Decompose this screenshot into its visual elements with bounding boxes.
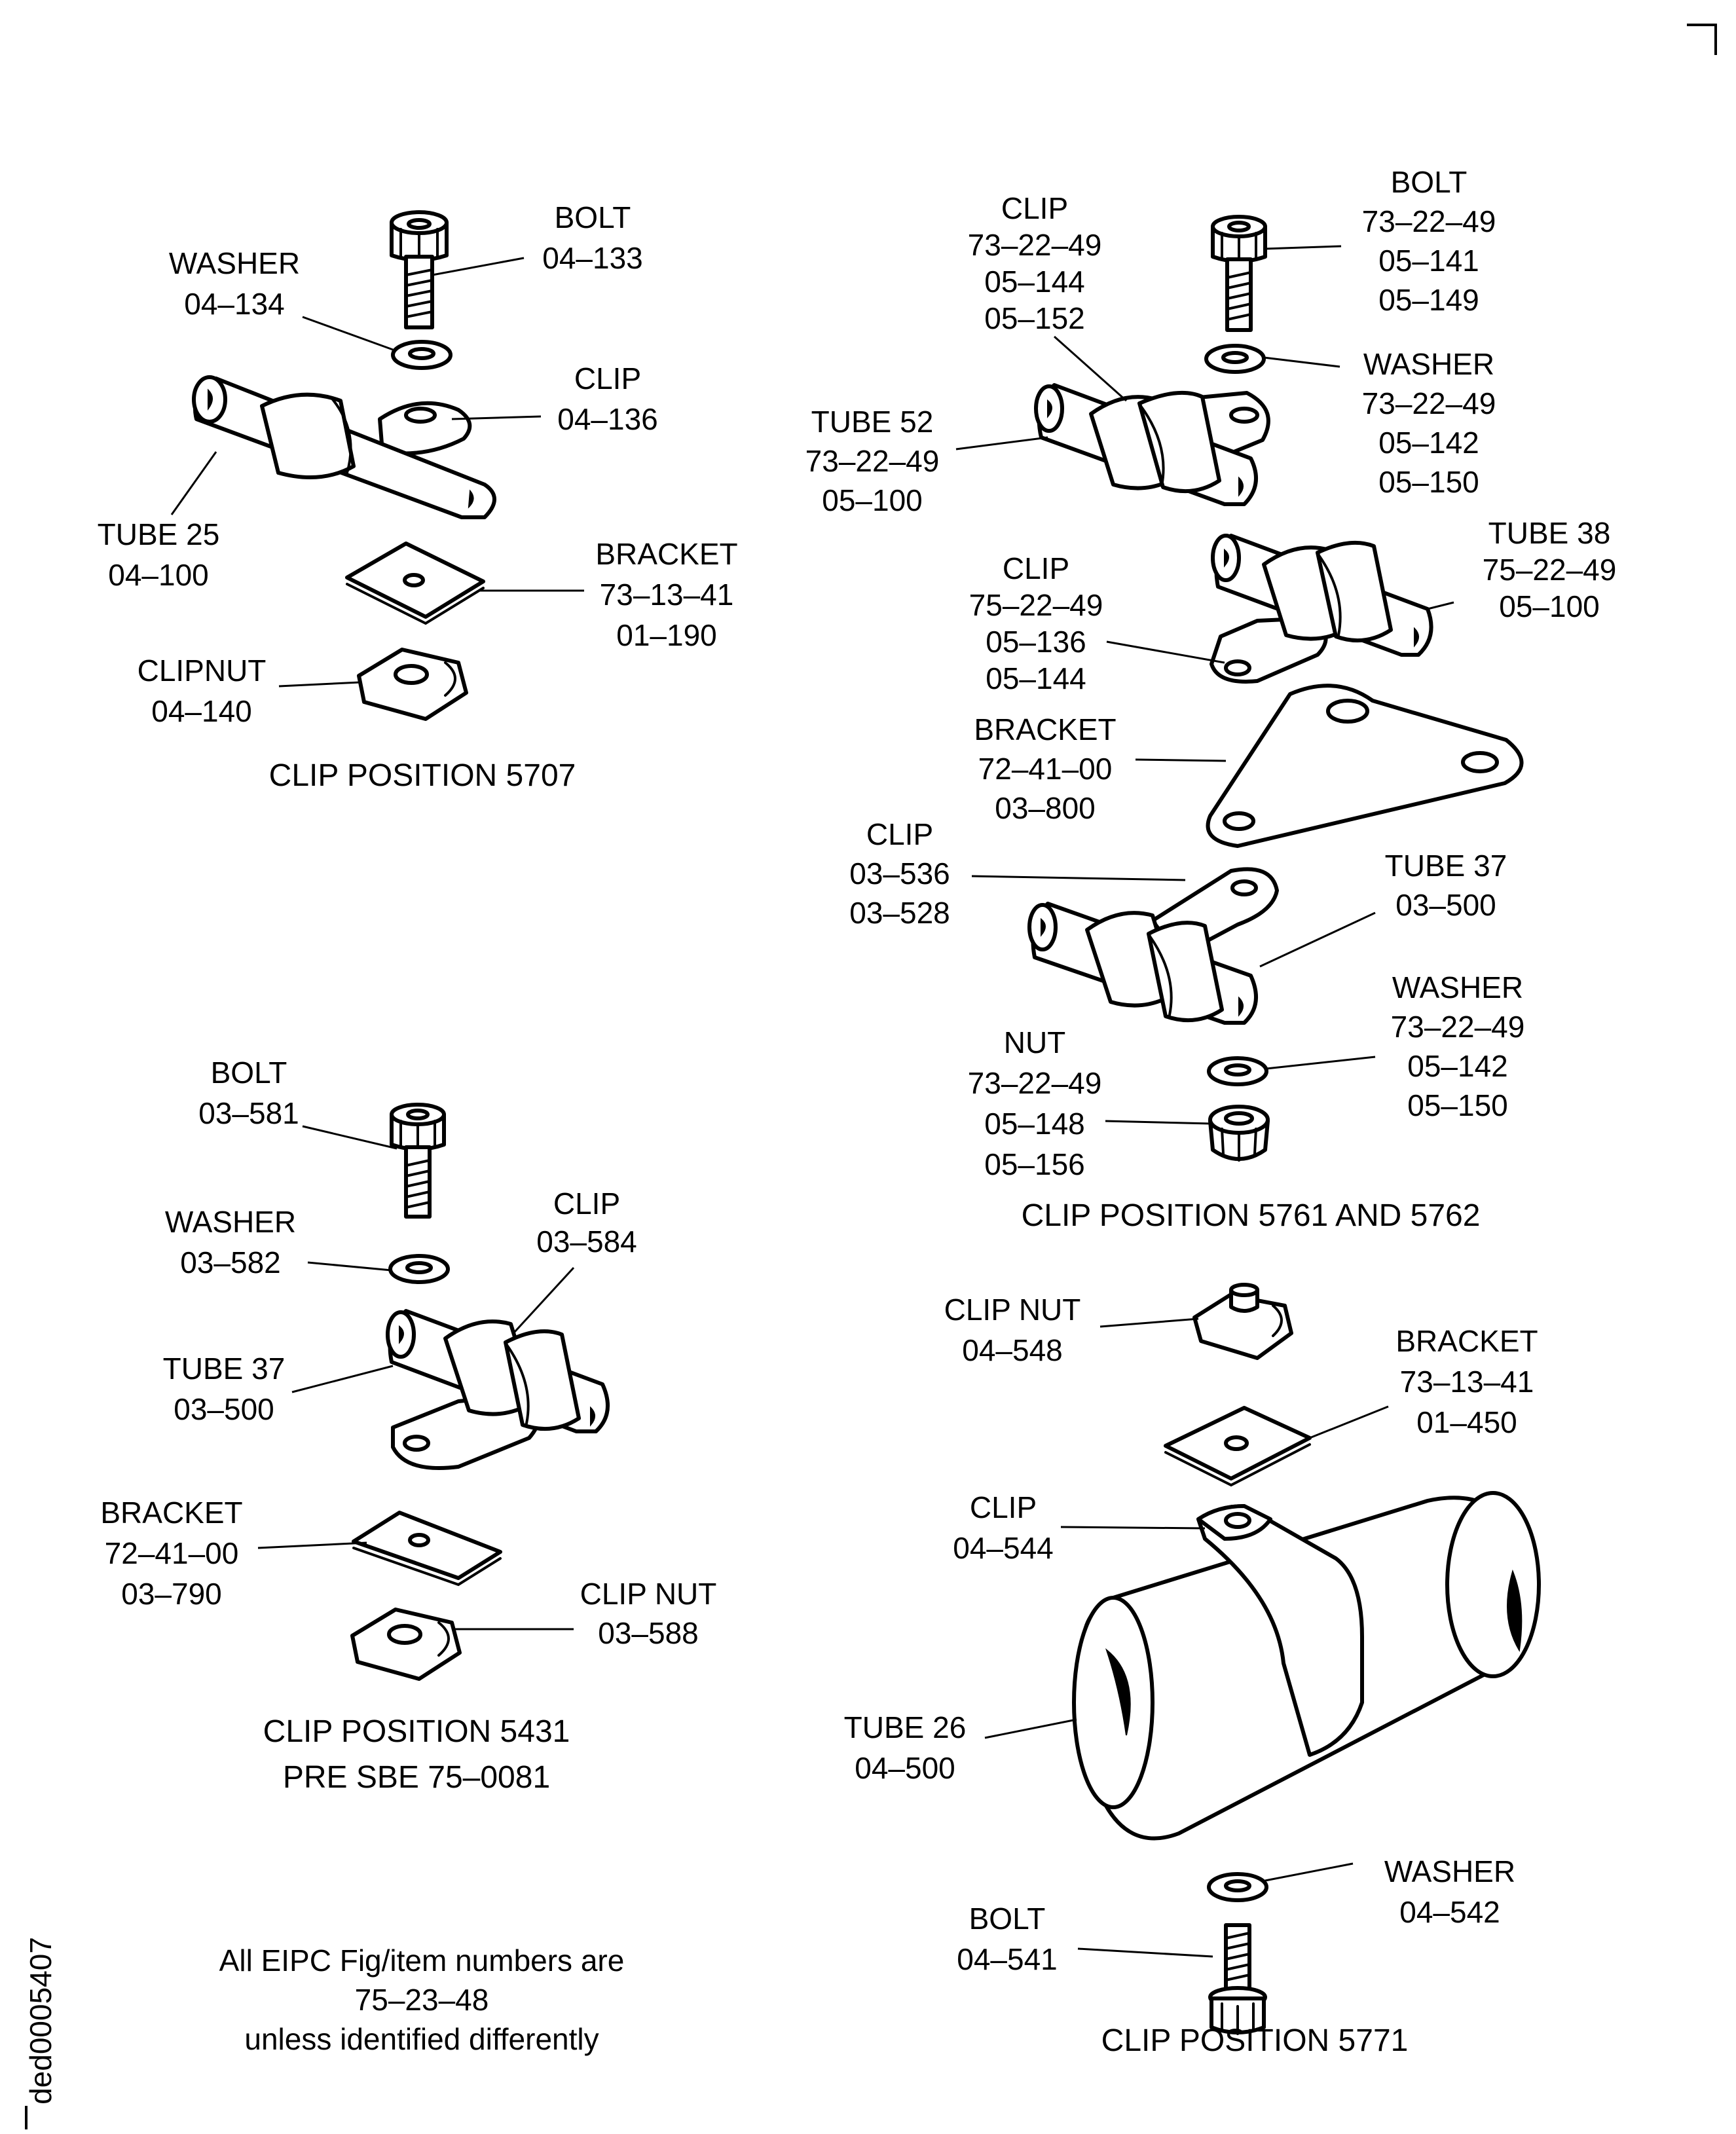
tube-and-clip-part	[192, 375, 496, 519]
title-5771: CLIP POSITION 5771	[1101, 2023, 1409, 2058]
clipnut-part	[350, 1608, 462, 1681]
title-5761-5762: CLIP POSITION 5761 AND 5762	[1022, 1198, 1481, 1233]
washer-hole	[405, 1261, 433, 1274]
washer-hole	[408, 347, 435, 360]
tube38-clip-part	[1210, 534, 1433, 684]
drawing-id: ded0005407	[24, 1937, 58, 2105]
title-5707: CLIP POSITION 5707	[269, 758, 576, 793]
washer-hole	[1224, 1879, 1251, 1892]
nut-part	[1208, 1105, 1270, 1162]
bolt-part	[1208, 1923, 1267, 2035]
bracket-part	[352, 1511, 502, 1587]
tube26-clip-part	[1072, 1491, 1541, 1841]
triangular-bracket-part	[1206, 684, 1524, 848]
clipnut-part	[357, 648, 468, 721]
washer-hole	[1221, 351, 1249, 364]
bolt-part	[1211, 215, 1267, 332]
corner-mark-top-right	[1687, 24, 1717, 55]
bolt-part	[390, 210, 449, 329]
tube37-clip-part	[1027, 867, 1279, 1025]
washer-hole	[1224, 1063, 1251, 1076]
bracket-part	[1164, 1406, 1312, 1487]
tube52-clip-part	[1034, 383, 1270, 506]
bolt-part	[390, 1103, 446, 1219]
tube37-clip-part	[386, 1309, 610, 1470]
clipnut-part	[1192, 1283, 1293, 1360]
bracket-part	[345, 542, 485, 625]
